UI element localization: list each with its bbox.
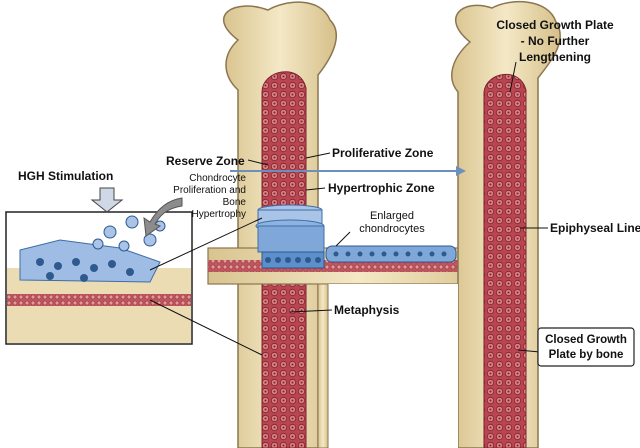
right-arrow-icon <box>230 166 466 176</box>
epiphyseal-line-label: Epiphyseal Line <box>550 221 640 235</box>
chondrocyte-note-line-2: Proliferation and <box>173 185 246 196</box>
metaphysis-label: Metaphysis <box>334 303 400 317</box>
closed-plate-bone-line-1: Closed Growth <box>545 334 627 346</box>
metaphysis-column <box>317 283 458 448</box>
closed-plate-bone-line-2: Plate by bone <box>549 349 624 361</box>
right-bone <box>451 0 561 448</box>
hypertrophic-zone-label: Hypertrophic Zone <box>328 181 435 195</box>
closed-plate-title-line-1: Closed Growth Plate <box>496 18 614 32</box>
chondrocyte-note-line-1: Chondrocyte <box>189 173 246 184</box>
chondrocyte-note-line-3: Bone <box>223 197 247 208</box>
hgh-inset <box>5 187 193 345</box>
closed-plate-title-line-2: - No Further <box>521 34 590 48</box>
down-arrow-icon <box>90 187 124 213</box>
growth-plate-stack <box>255 204 457 269</box>
enlarged-chondrocytes-line-2: chondrocytes <box>359 223 425 235</box>
closed-plate-title-line-3: Lengthening <box>519 50 591 64</box>
leader-lines <box>149 61 548 356</box>
enlarged-chondrocytes-line-1: Enlarged <box>370 210 414 222</box>
hgh-stimulation-label: HGH Stimulation <box>18 169 113 183</box>
closed-plate-bone-box: Closed Growth Plate by bone <box>537 327 635 367</box>
reserve-zone-label: Reserve Zone <box>166 154 245 168</box>
chondrocyte-note-line-4: Hypertrophy <box>192 209 246 220</box>
curved-arrow-icon <box>143 197 183 237</box>
proliferative-zone-label: Proliferative Zone <box>332 146 434 160</box>
